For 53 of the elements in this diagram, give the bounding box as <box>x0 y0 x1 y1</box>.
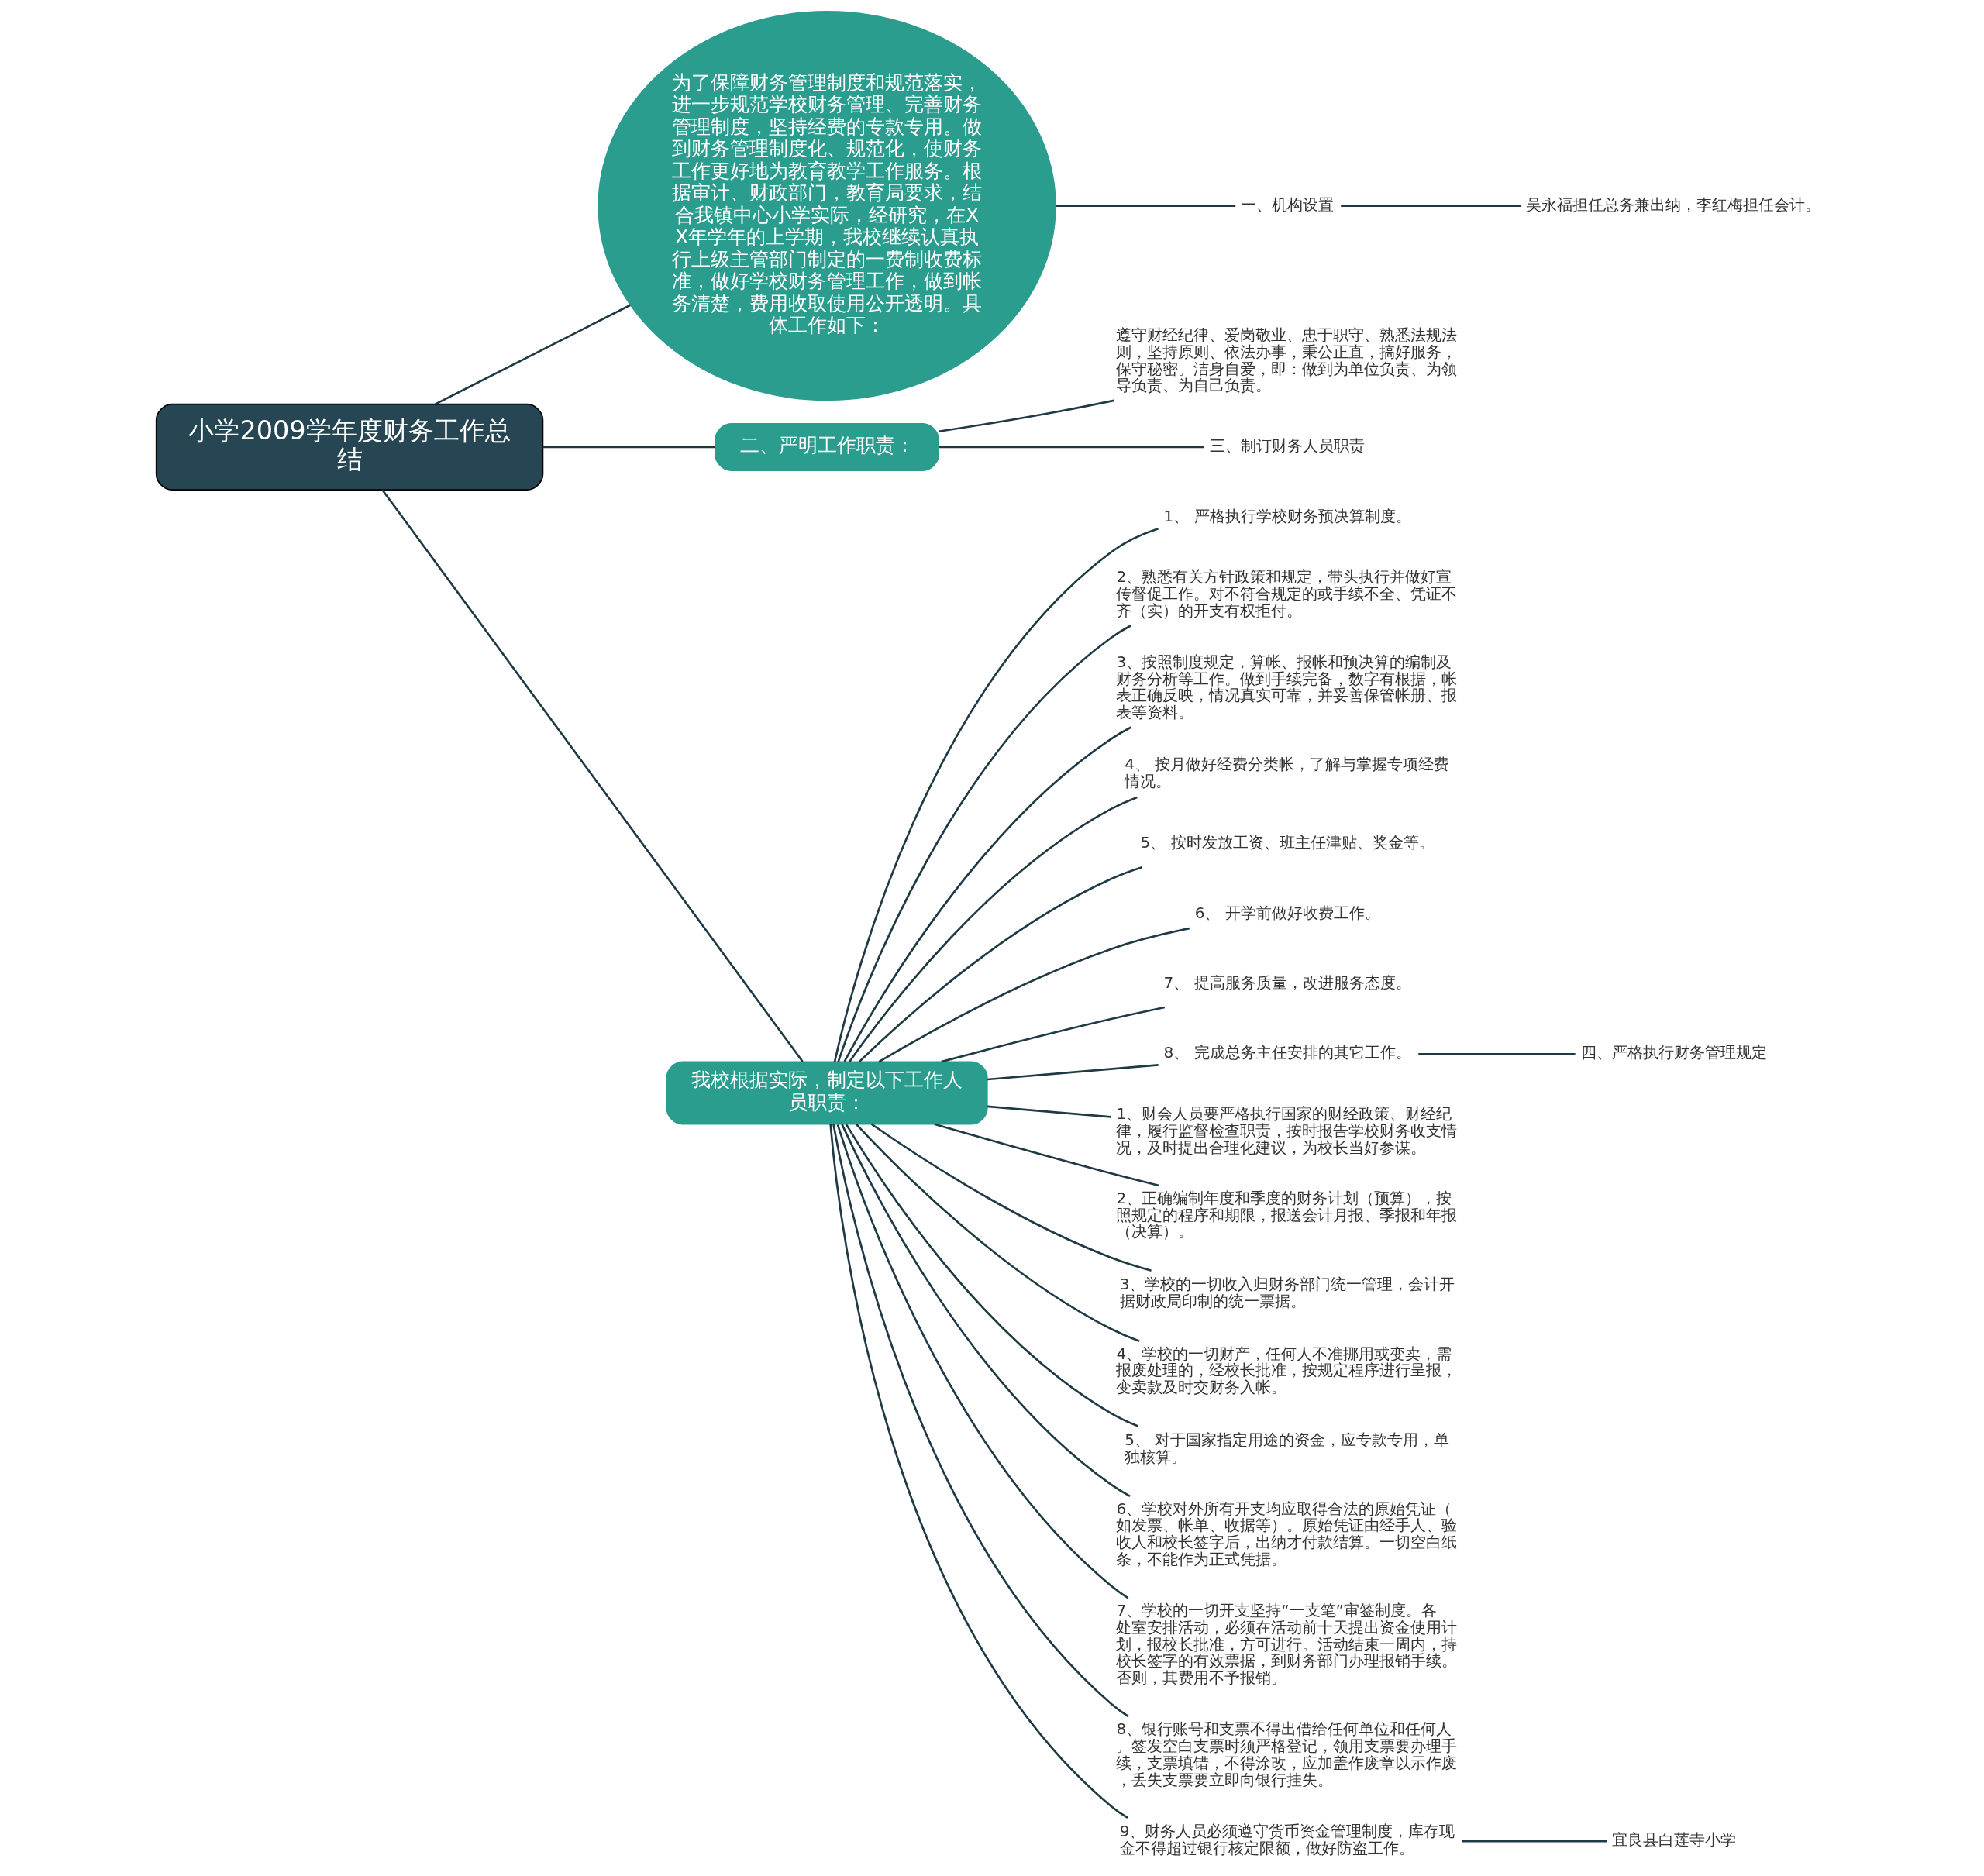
connector <box>987 1063 1159 1081</box>
connector <box>845 1124 1138 1427</box>
connector <box>542 446 715 449</box>
node-text: 9、财务人员必须遵守货币资金管理制度，库存现金不得超过银行核定限额，做好防盗工作。 <box>1119 1822 1455 1858</box>
node-text: 7、 提高服务质量，改进服务态度。 <box>1163 973 1411 993</box>
connector <box>836 625 1132 1062</box>
connector <box>933 1123 1159 1187</box>
connector <box>878 927 1190 1063</box>
node-text: 7、学校的一切开支坚持“一支笔”审签制度。各处室安排活动，必须在活动前十天提出资金使用计划，报校长批准，方可进行。活动结束一周内，持校长签字的有效票据，到财务部门办理报销手续。否则，其费用不予报销。 <box>1115 1601 1457 1688</box>
connector <box>938 399 1114 433</box>
node-text: 1、财会人员要严格执行国家的财经政策、财经纪律，履行监督检查职责，按时报告学校财务收支情况，及时提出合理化建议，为校长当好参谋。 <box>1115 1104 1457 1157</box>
connector <box>833 528 1159 1062</box>
connector <box>1417 1052 1576 1055</box>
connector <box>828 1124 1128 1819</box>
connector <box>836 1124 1128 1599</box>
connector <box>434 304 631 405</box>
connector <box>381 489 804 1062</box>
node-text: 4、 按月做好经费分类帐，了解与掌握专项经费情况。 <box>1124 755 1449 790</box>
connector <box>870 1123 1152 1272</box>
connector <box>855 1123 1140 1343</box>
node-text: 5、 对于国家指定用途的资金，应专款专用，单独核算。 <box>1124 1430 1449 1466</box>
connector <box>1462 1840 1607 1843</box>
node-text: 2、正确编制年度和季度的财务计划（预算），按照规定的程序和期限，报送会计月报、季报和年报（决算）。 <box>1115 1188 1457 1241</box>
node-box: 小学2009学年度财务工作总结 <box>155 403 543 491</box>
connector <box>842 726 1132 1062</box>
connector <box>858 866 1142 1062</box>
node-box: 我校根据实际，制定以下工作人员职责： <box>666 1061 988 1125</box>
node-text: 宜良县白莲寺小学 <box>1611 1830 1736 1850</box>
connector <box>832 1124 1129 1718</box>
node-ellipse: 为了保障财务管理制度和规范落实，进一步规范学校财务管理、完善财务管理制度，坚持经费的专款专用。做到财务管理制度化、规范化，使财务工作更好地为教育教学工作服务。根据审计、财政部门，教育局要求，结合我镇中心小学实际，经研究，在XX年学年的上学期，我校继续认真执行上级主管部门制定的一费制收费标准，做好学校财务管理工作，做到帐务清楚，费用收取使用公开透明。具体工作如下： <box>597 11 1056 401</box>
node-text: 吴永福担任总务兼出纳，李红梅担任会计。 <box>1525 194 1820 214</box>
node-text: 8、 完成总务主任安排的其它工作。 <box>1163 1043 1411 1062</box>
node-text: 三、制订财务人员职责 <box>1209 436 1365 456</box>
node-box: 二、严明工作职责： <box>714 422 939 471</box>
connector <box>840 1124 1131 1497</box>
connector <box>987 1105 1111 1118</box>
node-text: 遵守财经纪律、爱岗敬业、忠于职守、熟悉法规法则，坚持原则、依法办事，秉公正直，搞好服务，保守秘密。洁身自爱，即：做到为单位负责、为领导负责、为自己负责。 <box>1115 325 1457 395</box>
node-text: 一、机构设置 <box>1240 194 1334 214</box>
node-text: 四、严格执行财务管理规定 <box>1580 1043 1767 1062</box>
connector <box>940 1006 1165 1063</box>
connector <box>938 446 1204 449</box>
node-text: 8、银行账号和支票不得出借给任何单位和任何人。签发空白支票时须严格登记，领用支票要办理手续，支票填错，不得涂改，应加盖作废章以示作废，丢失支票要立即向银行挂失。 <box>1115 1719 1457 1789</box>
node-text: 3、学校的一切收入归财务部门统一管理，会计开据财政局印制的统一票据。 <box>1119 1275 1455 1310</box>
node-text: 6、 开学前做好收费工作。 <box>1194 903 1380 922</box>
connector <box>1340 205 1521 207</box>
node-text: 1、 严格执行学校财务预决算制度。 <box>1163 506 1411 525</box>
connector <box>848 796 1138 1063</box>
connector <box>1055 205 1235 207</box>
node-text: 6、学校对外所有开支均应取得合法的原始凭证（如发票、帐单、收据等）。原始凭证由经手人、验收人和校长签字后，出纳才付款结算。一切空白纸条，不能作为正式凭据。 <box>1115 1499 1457 1568</box>
node-text: 2、熟悉有关方针政策和规定，带头执行并做好宣传督促工作。对不符合规定的或手续不全、凭证不齐（实）的开支有权拒付。 <box>1115 567 1457 620</box>
node-text: 3、按照制度规定，算帐、报帐和预决算的编制及财务分析等工作。做到手续完备，数字有根据，帐表正确反映，情况真实可靠，并妥善保管帐册、报表等资料。 <box>1115 652 1457 722</box>
node-text: 4、学校的一切财产，任何人不准挪用或变卖，需报废处理的，经校长批准，按规定程序进行呈报，变卖款及时交财务入帐。 <box>1115 1344 1457 1397</box>
node-text: 5、 按时发放工资、班主任津贴、奖金等。 <box>1139 833 1435 852</box>
